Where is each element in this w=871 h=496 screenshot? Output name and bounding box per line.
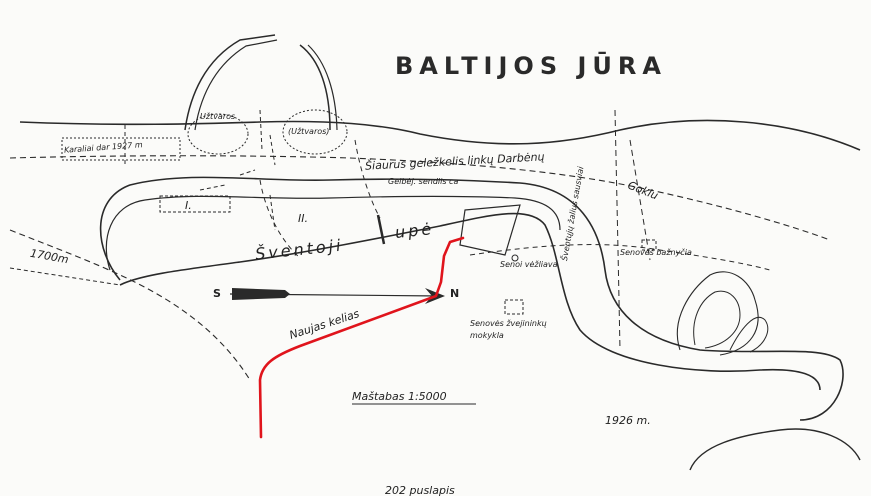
compass-hatch (232, 288, 290, 300)
river-meander-south (689, 428, 861, 471)
label-compass-s: S (213, 287, 221, 300)
hill-contour (676, 271, 759, 356)
map-title: BALTIJOS JŪRA (395, 52, 667, 80)
harbour-block (61, 137, 181, 161)
lake-left (187, 113, 249, 155)
river-bank-upper (99, 176, 844, 421)
label-scale: Maštabas 1:5000 (352, 390, 447, 403)
building-chapel (641, 239, 657, 251)
channel-right (299, 44, 331, 131)
dash-coast-3 (269, 134, 276, 166)
road-north (9, 155, 831, 241)
road-inner-2 (354, 139, 381, 219)
label-year: 1926 m. (605, 414, 651, 427)
road-east-2 (469, 244, 771, 271)
plot-block (459, 204, 521, 256)
label-chapel-north: Senovės bažnyčia (620, 248, 692, 257)
label-page-number: 202 puslapis (385, 484, 455, 496)
label-old-tavern: Senoi vėžliava (500, 260, 558, 269)
coastline (19, 119, 861, 151)
river-cross (376, 214, 386, 245)
label-lake-right: (Užtvaros) (288, 127, 330, 136)
channel-left (184, 34, 276, 131)
label-lake-left: Užtvaros (200, 112, 236, 121)
lake-right (282, 109, 348, 155)
road-northeast (629, 139, 651, 261)
zone-one-block (159, 195, 231, 213)
road-west (9, 229, 251, 381)
river-bank-lower (119, 212, 821, 391)
river-bank-lower-2 (105, 195, 561, 271)
building-tavern (511, 254, 519, 262)
channel-right-2 (307, 44, 338, 131)
building-school (504, 299, 524, 315)
road-small-2 (239, 169, 256, 176)
label-old-school: Senovės žvejininkų mokykla (470, 319, 547, 340)
road-small (269, 194, 276, 231)
channel-left-2 (194, 39, 278, 131)
road-east (614, 109, 621, 351)
hill-contour-2 (693, 290, 741, 349)
hill-contour-3 (729, 317, 769, 353)
label-zone-two: II. (298, 212, 308, 225)
label-rescue-station: Gelbėj. sendlis ca (388, 177, 459, 186)
distance-line (9, 267, 121, 286)
label-river-right: upė (394, 219, 436, 242)
road-small-3 (199, 184, 226, 191)
dash-coast-2 (259, 109, 263, 151)
label-zone-one: I. (185, 199, 192, 212)
new-road-line (258, 236, 465, 439)
label-compass-n: N (450, 287, 460, 300)
